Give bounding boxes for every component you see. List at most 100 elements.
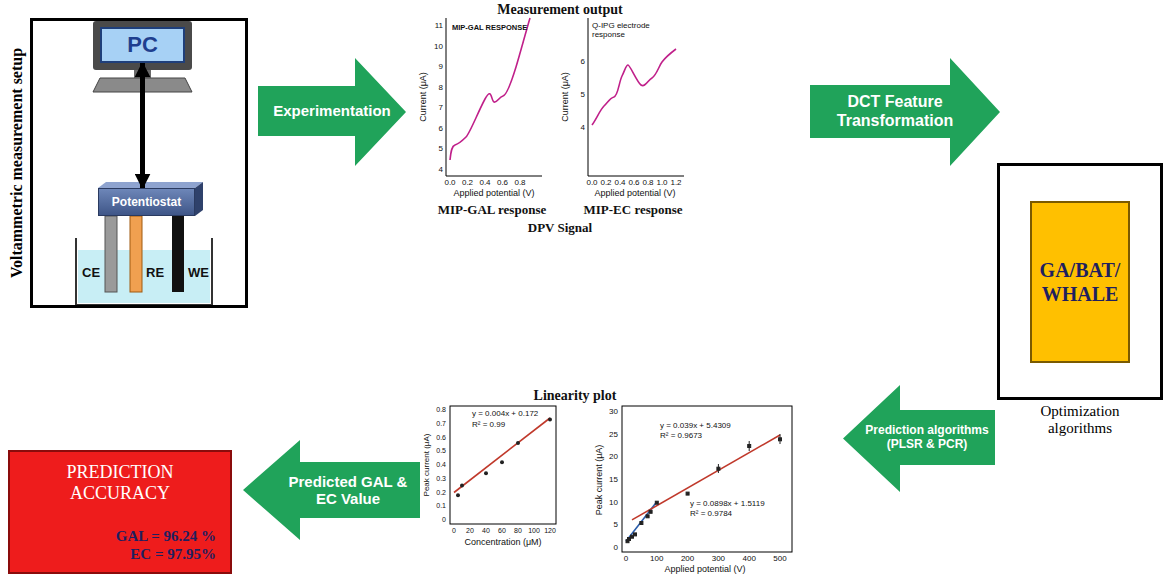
block-arrow: Predicted GAL & EC Value bbox=[243, 440, 420, 540]
optimizer-panel: Optimization algorithmsGA/BAT/ WHALE bbox=[997, 163, 1163, 400]
axis-tick: 0.4 bbox=[436, 461, 446, 469]
plot-caption: MIP-EC response bbox=[583, 203, 682, 217]
axis-tick: 0.4 bbox=[614, 179, 625, 188]
axis-tick: 1.0 bbox=[656, 179, 667, 188]
axis-tick: 0.3 bbox=[436, 475, 446, 483]
axis-tick: 0.6 bbox=[497, 179, 508, 188]
axis-tick: 15 bbox=[609, 476, 618, 485]
axis-tick: 20 bbox=[609, 453, 618, 462]
axis-tick: 0.2 bbox=[436, 489, 446, 497]
arrow-shape bbox=[810, 58, 1000, 166]
axis-tick: 0 bbox=[624, 555, 628, 564]
axis-tick: 40 bbox=[482, 527, 490, 535]
axis-tick: 80 bbox=[514, 527, 522, 535]
plot-axes bbox=[588, 18, 684, 176]
axis-tick: 0.7 bbox=[436, 420, 446, 428]
axis-tick: 0.5 bbox=[436, 447, 446, 455]
fit-equation: R² = 0.9673 bbox=[660, 432, 702, 441]
axis-tick: 60 bbox=[498, 527, 506, 535]
electrode-label: CE bbox=[82, 266, 100, 280]
axis-tick: 0.6 bbox=[436, 434, 446, 442]
result-heading: PREDICTION ACCURACY bbox=[24, 462, 216, 503]
algorithm-label: GA/BAT/ WHALE bbox=[1036, 258, 1124, 306]
data-point bbox=[516, 441, 520, 445]
device-label: Potentiostat bbox=[112, 195, 181, 209]
error-bars bbox=[718, 434, 780, 473]
arrow-text-box: Predicted GAL & EC Value bbox=[283, 462, 413, 518]
arrow-shape bbox=[843, 385, 995, 492]
arrow-text-box: Experimentation bbox=[262, 86, 402, 136]
plot-frame bbox=[450, 406, 556, 524]
data-point bbox=[484, 471, 488, 475]
axis-tick: 300 bbox=[712, 555, 725, 564]
data-point bbox=[634, 533, 637, 536]
fit-equation: y = 0.004x + 0.172 bbox=[472, 410, 538, 419]
data-points bbox=[456, 418, 552, 498]
section-title: Linearity plot bbox=[534, 388, 617, 403]
axis-tick: 0.8 bbox=[514, 179, 525, 188]
dpv-curve bbox=[450, 18, 530, 160]
setup-panel: Voltammetric measurement setupPCPotentio… bbox=[30, 18, 248, 308]
monitor-frame bbox=[93, 21, 192, 70]
data-point bbox=[649, 510, 652, 513]
dpv-curve bbox=[592, 49, 676, 125]
arrow-shape bbox=[243, 440, 420, 540]
axis-title: Current (μA) bbox=[561, 72, 571, 122]
axis-tick: 100 bbox=[528, 527, 540, 535]
electrode-label: RE bbox=[146, 266, 164, 280]
axis-tick: 0.8 bbox=[436, 406, 446, 414]
axis-tick: 5 bbox=[581, 91, 585, 100]
data-points bbox=[626, 434, 782, 543]
fit-line bbox=[632, 435, 780, 520]
axis-tick: 0.2 bbox=[462, 179, 473, 188]
axis-tick: 0 bbox=[452, 527, 456, 535]
plot-axes bbox=[446, 18, 542, 176]
counter-electrode bbox=[105, 216, 117, 292]
plot-frame bbox=[622, 406, 792, 552]
axis-tick: 5 bbox=[439, 145, 443, 154]
plot-title: MIP-GAL RESPONSE bbox=[452, 24, 527, 32]
electrolyte bbox=[78, 250, 210, 303]
data-point bbox=[686, 492, 689, 495]
fit-equation: y = 0.039x + 5.4309 bbox=[660, 422, 731, 431]
result-value: GAL = 96.24 % bbox=[24, 527, 216, 546]
data-point bbox=[460, 484, 464, 488]
fit-equation: R² = 0.9784 bbox=[690, 510, 732, 519]
axis-tick: 0.8 bbox=[642, 179, 653, 188]
axis-tick: 120 bbox=[544, 527, 556, 535]
axis-tick: 10 bbox=[609, 498, 618, 507]
fit-equation: R² = 0.99 bbox=[472, 421, 505, 430]
axis-tick: 9 bbox=[439, 63, 443, 72]
axis-tick: 400 bbox=[743, 555, 756, 564]
arrow-label: Prediction algorithms (PLSR & PCR) bbox=[861, 424, 993, 452]
potentiostat-box: Potentiostat bbox=[98, 188, 195, 216]
axis-tick: 0.1 bbox=[436, 502, 446, 510]
device-label: PC bbox=[127, 32, 158, 58]
beaker bbox=[76, 238, 212, 305]
result-value: EC = 97.95% bbox=[24, 545, 216, 564]
data-point bbox=[655, 501, 658, 504]
panel-heading: Optimization algorithms bbox=[1020, 403, 1140, 438]
data-point bbox=[548, 418, 552, 422]
panel-heading: Voltammetric measurement setup bbox=[8, 48, 26, 278]
arrow-label: Experimentation bbox=[273, 102, 391, 119]
axis-tick: 30 bbox=[609, 408, 618, 417]
axis-title: Applied potential (V) bbox=[594, 189, 675, 199]
data-point bbox=[500, 460, 504, 464]
pc-screen: PC bbox=[100, 27, 185, 63]
axis-tick: 6 bbox=[581, 58, 585, 67]
axis-title: Applied potential (V) bbox=[664, 565, 745, 575]
axis-tick: 0.4 bbox=[479, 179, 490, 188]
axis-tick: 4 bbox=[581, 124, 585, 133]
axis-tick: 500 bbox=[773, 555, 786, 564]
axis-tick: 10 bbox=[434, 42, 443, 51]
axis-tick: 100 bbox=[650, 555, 663, 564]
block-arrow: Experimentation bbox=[258, 58, 406, 166]
axis-tick: 200 bbox=[681, 555, 694, 564]
block-arrow: DCT Feature Transformation bbox=[810, 58, 1000, 166]
data-point bbox=[640, 522, 643, 525]
arrow-label: DCT Feature Transformation bbox=[820, 93, 970, 130]
plot-caption: MIP-GAL response bbox=[438, 203, 546, 217]
